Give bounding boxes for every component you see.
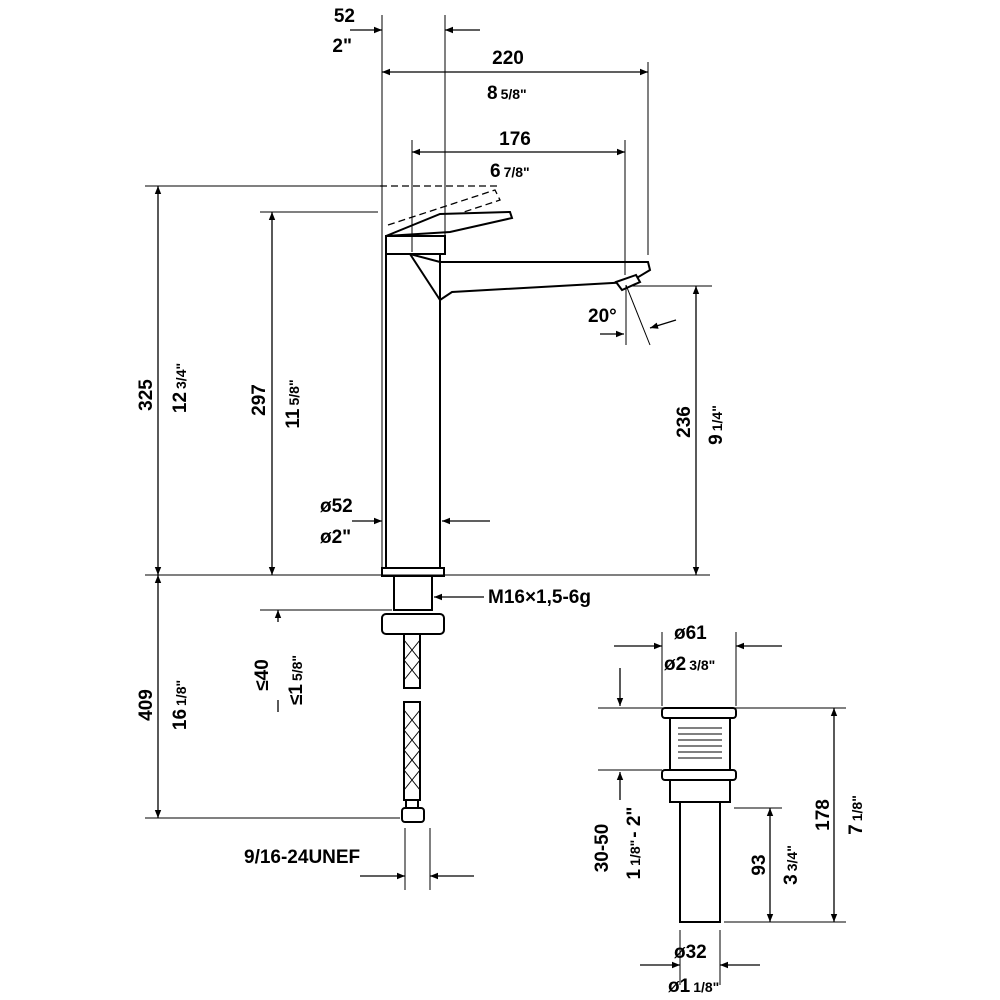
column [385,253,441,569]
dim-dia52-in: ø2" [320,527,351,548]
dim-30-50-in: 11/8"- 2" [624,807,645,880]
hose-lower [403,701,421,801]
dimension-lines [145,15,846,985]
dim-220-mm: 220 [492,48,524,69]
dim-178-mm: 178 [813,799,834,831]
body-cap [385,235,446,255]
thread-bottom-label: 9/16-24UNEF [244,847,360,868]
drain-nut [661,769,737,781]
mounting-nut [381,613,445,635]
hose-braid [403,639,421,791]
drain-flange [661,707,737,719]
dim-40-mm: ≤40 [252,659,273,691]
hose-ferrule [405,799,419,809]
hose-connector [401,807,425,823]
dim-236-in: 91/4" [706,405,727,445]
lever [385,210,514,237]
dim-409-mm: 409 [136,689,157,721]
dim-325-mm: 325 [136,379,157,411]
dim-angle: 20° [588,306,617,327]
threaded-shank [393,575,433,611]
dim-325-in: 123/4" [170,363,191,413]
dim-236-mm: 236 [674,406,695,438]
drain-assembly [661,707,737,923]
dim-40-in: ≤15/8" [286,655,307,705]
dim-dia52-mm: ø52 [320,496,353,517]
drain-ribs [678,727,722,759]
dim-93-mm: 93 [749,854,770,875]
dim-dia61-mm: ø61 [674,623,707,644]
dim-176-mm: 176 [499,129,531,150]
spout [409,253,652,302]
faucet-body [380,185,652,823]
dim-52-mm: 52 [334,6,355,27]
dim-297-mm: 297 [249,384,270,416]
drain-collar [669,779,731,803]
dim-178-in: 71/8" [846,795,867,835]
dim-297-in: 115/8" [283,379,304,428]
dim-93-in: 33/4" [781,845,802,885]
drain-tailpiece [679,801,721,923]
dim-52-in: 2" [332,36,352,57]
dim-30-50-mm: 30-50 [592,824,613,873]
aerator [614,273,642,292]
dim-409-in: 161/8" [170,680,191,730]
dim-dia32-mm: ø32 [674,942,707,963]
hose-upper [403,633,421,689]
drain-body [669,717,731,771]
thread-top-label: M16×1,5-6g [488,587,591,608]
